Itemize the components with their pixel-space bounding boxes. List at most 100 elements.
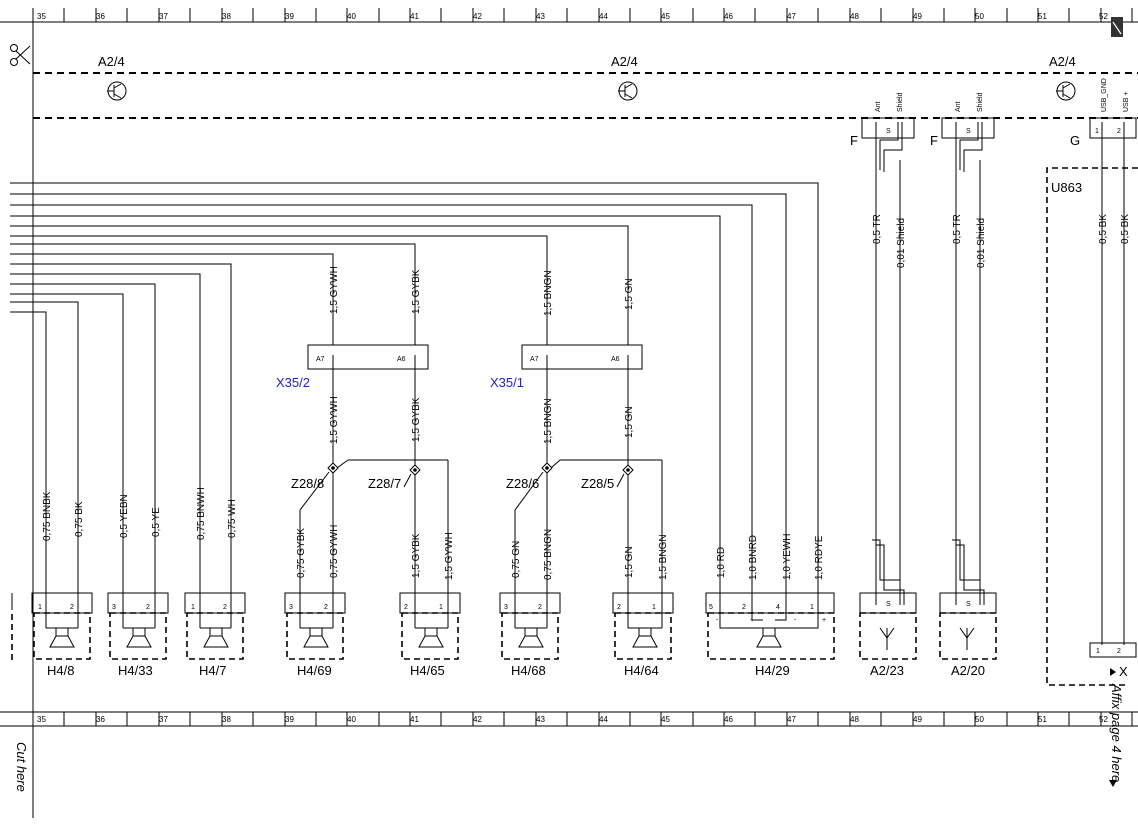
pin-label: 1: [652, 604, 656, 611]
antenna-icon: [879, 627, 895, 650]
component-label: H4/7: [199, 663, 226, 678]
arrow-down-icon: [1109, 780, 1117, 787]
pin-label: A6: [397, 356, 406, 363]
pin-label: 1: [1095, 128, 1099, 135]
bus-wires: [10, 182, 819, 605]
col-40-bottom: 40: [347, 715, 356, 724]
wire-label: 1,5 GN: [624, 546, 635, 578]
component-a2-4-right: A2/4: [1049, 54, 1076, 101]
transistor-icon: [107, 81, 127, 101]
module-u863: U863 1 2 X Affix page 4 here: [1046, 167, 1138, 787]
speaker-h4-8: 1 2 H4/8: [31, 592, 93, 678]
pin-label: USB_GND: [1101, 78, 1108, 112]
splice-label: Z28/5: [581, 476, 614, 491]
pin-label: Ant: [955, 101, 962, 112]
speaker-icon: [45, 605, 79, 648]
pin-label: 2: [324, 604, 328, 611]
wire-label: 1,5 GYWH: [444, 532, 455, 580]
transistor-icon: [1056, 81, 1076, 101]
pin-label: 2: [742, 604, 746, 611]
wire-label: 0,75 BNGN: [543, 529, 554, 580]
wire-label: 0,5 YEBN: [119, 494, 130, 538]
col-35-bottom: 35: [37, 715, 46, 724]
wire-label: 0,01 Shield: [896, 218, 907, 268]
pin-label: 1: [1096, 648, 1100, 655]
cut-here-note: Cut here: [14, 742, 29, 792]
pin-label: 3: [112, 604, 116, 611]
wire-label: 0,75 BK: [74, 501, 85, 537]
speaker-icon: [199, 605, 232, 648]
wire-label: 0,5 TR: [872, 214, 883, 244]
arrow-icon: [1110, 668, 1116, 676]
wire-label: 1,5 BNGN: [543, 398, 554, 444]
wire-label: 1,5 GYWH: [329, 396, 340, 444]
component-label: H4/69: [297, 663, 332, 678]
pin-label: 1: [191, 604, 195, 611]
splice-label: Z28/8: [291, 476, 324, 491]
col-50: 50: [975, 12, 984, 21]
col-41: 41: [410, 12, 419, 21]
speaker-h4-68: 3 2 H4/68: [499, 592, 561, 678]
pin-label: 2: [70, 604, 74, 611]
col-44: 44: [599, 12, 608, 21]
connector-label: X35/2: [276, 375, 310, 390]
wire-label: 1,5 GYWH: [329, 266, 340, 314]
wire-label: 0,75 BNBK: [42, 491, 53, 541]
wire-label: 0,01 Shield: [976, 218, 987, 268]
component-label: H4/29: [755, 663, 790, 678]
pin-label: 2: [538, 604, 542, 611]
antenna-connector-f2: Ant Shield S F 0,5 TR 0,01 Shield: [930, 92, 995, 605]
col-44-bottom: 44: [599, 715, 608, 724]
col-38: 38: [222, 12, 231, 21]
col-39: 39: [285, 12, 294, 21]
pin-label: 3: [504, 604, 508, 611]
speaker-icon: [299, 605, 334, 648]
connector-x35-2: A7 A6 X35/2: [276, 344, 429, 440]
pin-label: 2: [404, 604, 408, 611]
usb-connector-g: USB_GND USB + 1 2 G 0,5 BK 0,5 BK: [1070, 78, 1137, 645]
splices: Z28/8 Z28/7 Z28/6 Z28/5: [291, 440, 663, 605]
speaker-h4-64: 2 1 H4/64: [612, 592, 674, 678]
wire-labels-x35: 1,5 GYWH 1,5 GYBK 1,5 BNGN 1,5 GN 1,5 GY…: [329, 266, 635, 444]
pin-label: 5: [709, 604, 713, 611]
col-43: 43: [536, 12, 545, 21]
component-label: H4/64: [624, 663, 659, 678]
col-35: 35: [37, 12, 46, 21]
col-46-bottom: 46: [724, 715, 733, 724]
component-label: H4/68: [511, 663, 546, 678]
col-49-bottom: 49: [913, 715, 922, 724]
speaker-icon: [414, 605, 449, 648]
pin-label: S: [886, 601, 891, 608]
transistor-icon: [618, 81, 638, 101]
col-42-bottom: 42: [473, 715, 482, 724]
speaker-h4-69: 3 2 H4/69: [284, 592, 346, 678]
pin-label: 2: [1117, 648, 1121, 655]
pin-polarity: +: [822, 617, 826, 624]
wire-label: 0,5 YE: [151, 507, 162, 537]
pin-label: 2: [146, 604, 150, 611]
col-48-bottom: 48: [850, 715, 859, 724]
col-47-bottom: 47: [787, 715, 796, 724]
pin-label: A7: [530, 356, 539, 363]
speaker-h4-33: 3 2 H4/33: [107, 592, 169, 678]
col-38-bottom: 38: [222, 715, 231, 724]
col-36-bottom: 36: [96, 715, 105, 724]
col-47: 47: [787, 12, 796, 21]
component-a2-4-middle: A2/4: [611, 54, 638, 101]
antenna-a2-23: S A2/23: [859, 592, 917, 678]
module-side-label: X: [1119, 664, 1128, 679]
speaker-h4-29: 5 2 4 1 - + - + H4/29: [705, 592, 835, 678]
col-51-bottom: 51: [1038, 715, 1047, 724]
affix-note: Affix page 4 here: [1109, 683, 1124, 782]
wire-label: 1,0 YEWH: [782, 534, 793, 581]
wire-label: 1,5 GN: [624, 278, 635, 310]
col-36: 36: [96, 12, 105, 21]
wire-label: 0,5 BK: [1120, 214, 1131, 244]
page-corner-icon: [1111, 17, 1123, 37]
wire-label: 0,5 BK: [1098, 214, 1109, 244]
speaker-icon: [514, 605, 548, 648]
col-37-bottom: 37: [159, 715, 168, 724]
wire-label: 1,0 RDYE: [814, 535, 825, 580]
col-43-bottom: 43: [536, 715, 545, 724]
